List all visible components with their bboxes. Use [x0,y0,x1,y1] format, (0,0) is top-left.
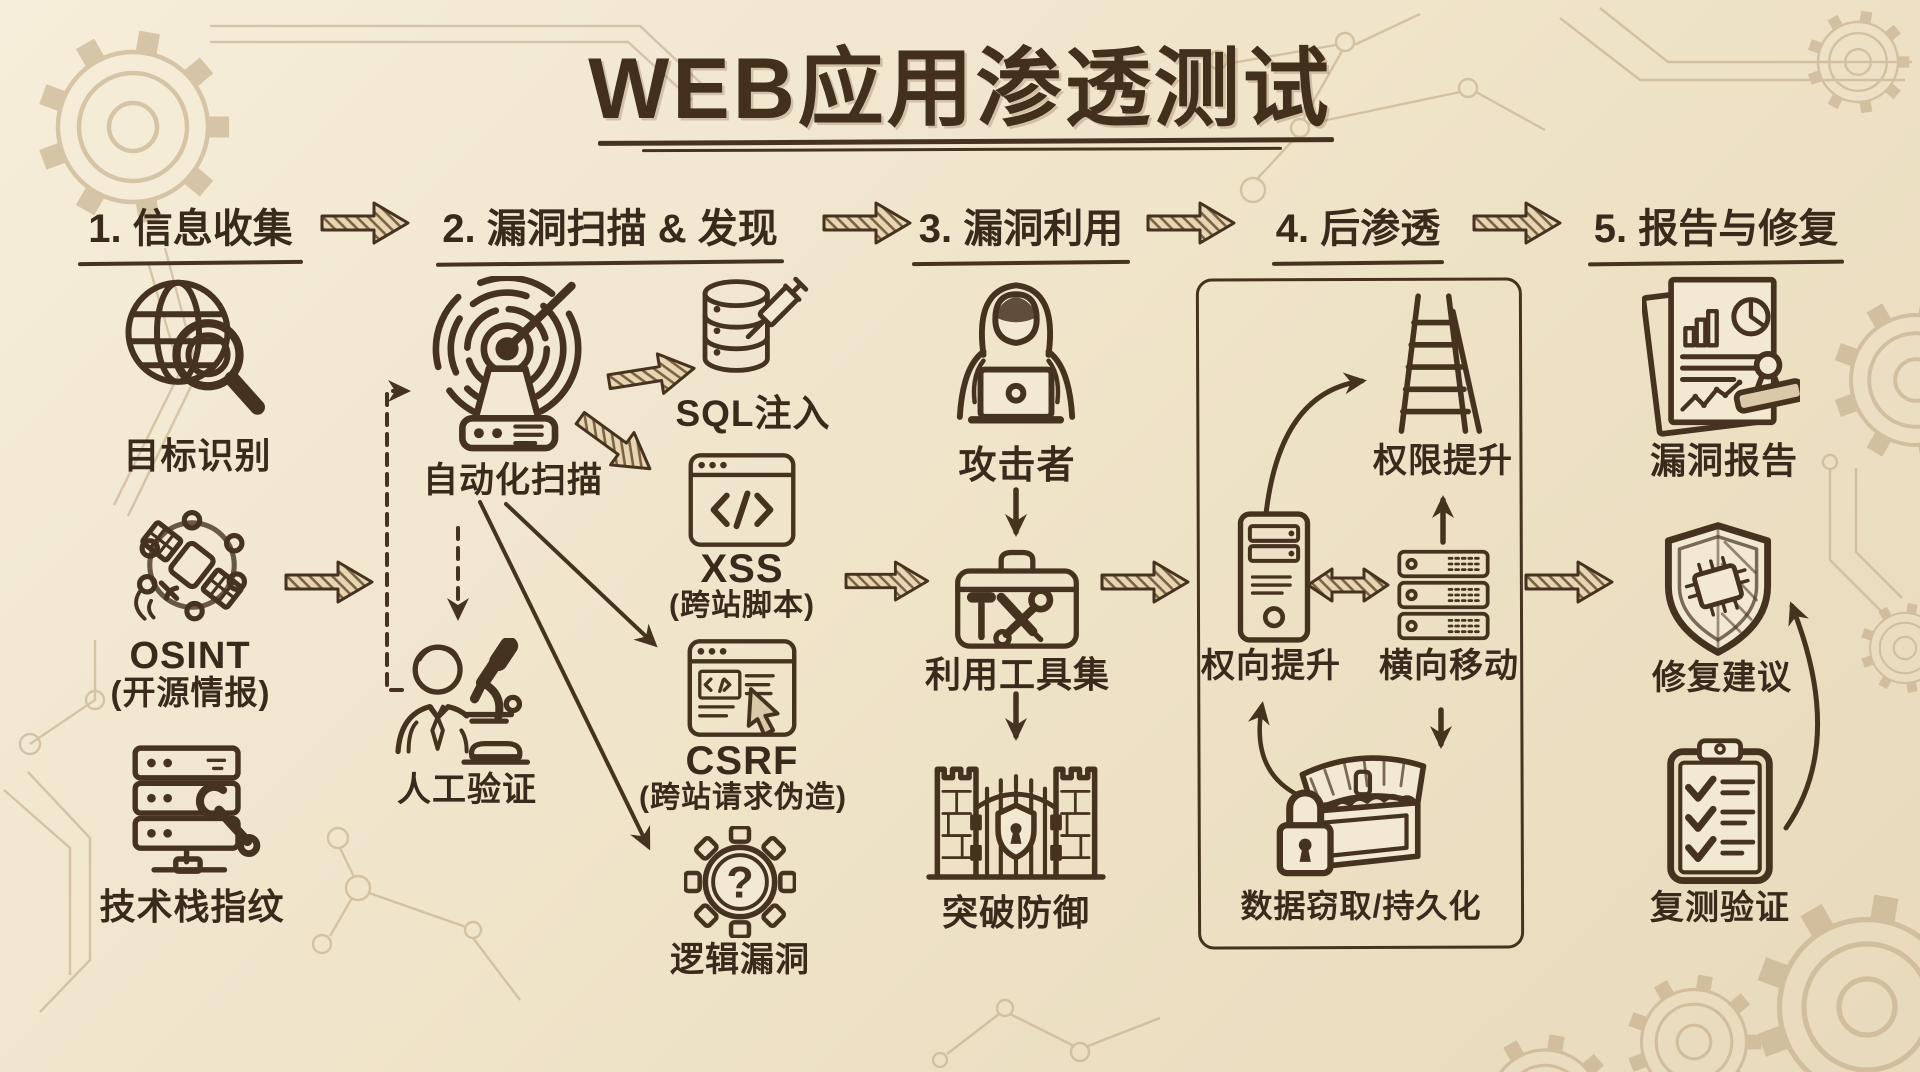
server-wrench-icon [132,745,261,874]
curved-arrow-tower-ladder [1263,372,1367,517]
label-xss: XSS [700,547,784,591]
arrow-col4-col5 [1524,560,1614,604]
label-manual-verification: 人工验证 [397,771,537,809]
phase-heading-5: 5. 报告与修复 [1587,196,1845,267]
label-data-exfiltration: 数据窃取/持久化 [1240,888,1482,924]
phase-heading-3: 3. 漏洞利用 [911,196,1131,267]
label-breach-defense: 突破防御 [941,892,1090,933]
server-rack-icon [1397,549,1490,641]
sublabel-csrf: (跨站请求伪造) [639,781,847,814]
label-remediation-advice: 修复建议 [1652,659,1792,697]
ladder-icon [1398,293,1483,434]
arrow-col1-col2 [284,560,374,604]
label-automated-scanning: 自动化扫描 [422,461,603,500]
database-syringe-icon [702,276,809,373]
label-osint: OSINT [129,635,251,677]
toolbox-icon [955,549,1079,649]
arrow-phase1-phase2 [320,201,410,245]
globe-search-icon [125,279,265,415]
browser-code-icon [688,453,796,547]
circuit-traces [3,8,1920,1072]
arrow-scanner-logic [478,500,651,851]
shield-chip-icon [1664,522,1772,656]
label-target-identification: 目标识别 [123,435,272,476]
label-tech-stack-fingerprint: 技术栈指纹 [99,886,285,927]
label-attacker: 攻击者 [958,445,1076,487]
checklist-clipboard-icon [1667,738,1773,884]
label-priv-escalation-host: 权向提升 [1201,647,1341,685]
label-lateral-movement: 横向移动 [1379,647,1519,685]
arrow-col3-col4 [1100,560,1190,604]
label-logic-vulnerability: 逻辑漏洞 [670,941,810,979]
curved-arrow-chest-tower [1247,701,1303,799]
phase-heading-2: 2. 漏洞扫描 & 发现 [435,196,785,267]
arrow-scanner-csrf [504,502,658,648]
phase-heading-4: 4. 后渗透 [1271,196,1445,266]
castle-gate-shield-icon [926,766,1106,880]
curved-arrow-retest-shield [1783,601,1820,831]
page-title-wrap: WEB应用渗透测试 [0,18,1920,143]
label-sql-injection: SQL注入 [675,393,831,434]
arrow-phase4-phase5 [1472,201,1562,245]
arrow-phase2-phase3 [822,201,912,245]
hooded-attacker-icon [956,282,1076,424]
gear-question-icon: ? [684,826,796,938]
report-stamp-icon [1642,276,1800,437]
dashed-arrow-manual-scanner-loop [385,380,411,692]
satellite-icon [134,509,248,622]
svg-text:?: ? [726,858,753,908]
arrow-tower-rack-bidirectional [1306,567,1390,603]
arrow-col2-col3 [844,560,930,602]
label-csrf: CSRF [685,739,799,783]
page-title: WEB应用渗透测试 [588,41,1332,137]
pc-tower-icon [1237,511,1311,643]
analyst-microscope-icon [395,638,531,765]
label-exploitation-toolkit: 利用工具集 [925,654,1111,695]
label-retest-verification: 复测验证 [1650,889,1790,927]
sublabel-xss: (跨站脚本) [669,589,815,622]
browser-cursor-icon [687,639,797,737]
sublabel-osint: (开源情报) [110,674,271,711]
phase-heading-1: 1. 信息收集 [77,196,304,267]
label-privilege-escalation: 权限提升 [1373,442,1513,480]
treasure-chest-padlock-icon [1276,755,1427,877]
arrow-phase3-phase4 [1146,201,1236,245]
radar-scanner-icon [432,276,582,452]
label-vulnerability-report: 漏洞报告 [1650,440,1799,481]
